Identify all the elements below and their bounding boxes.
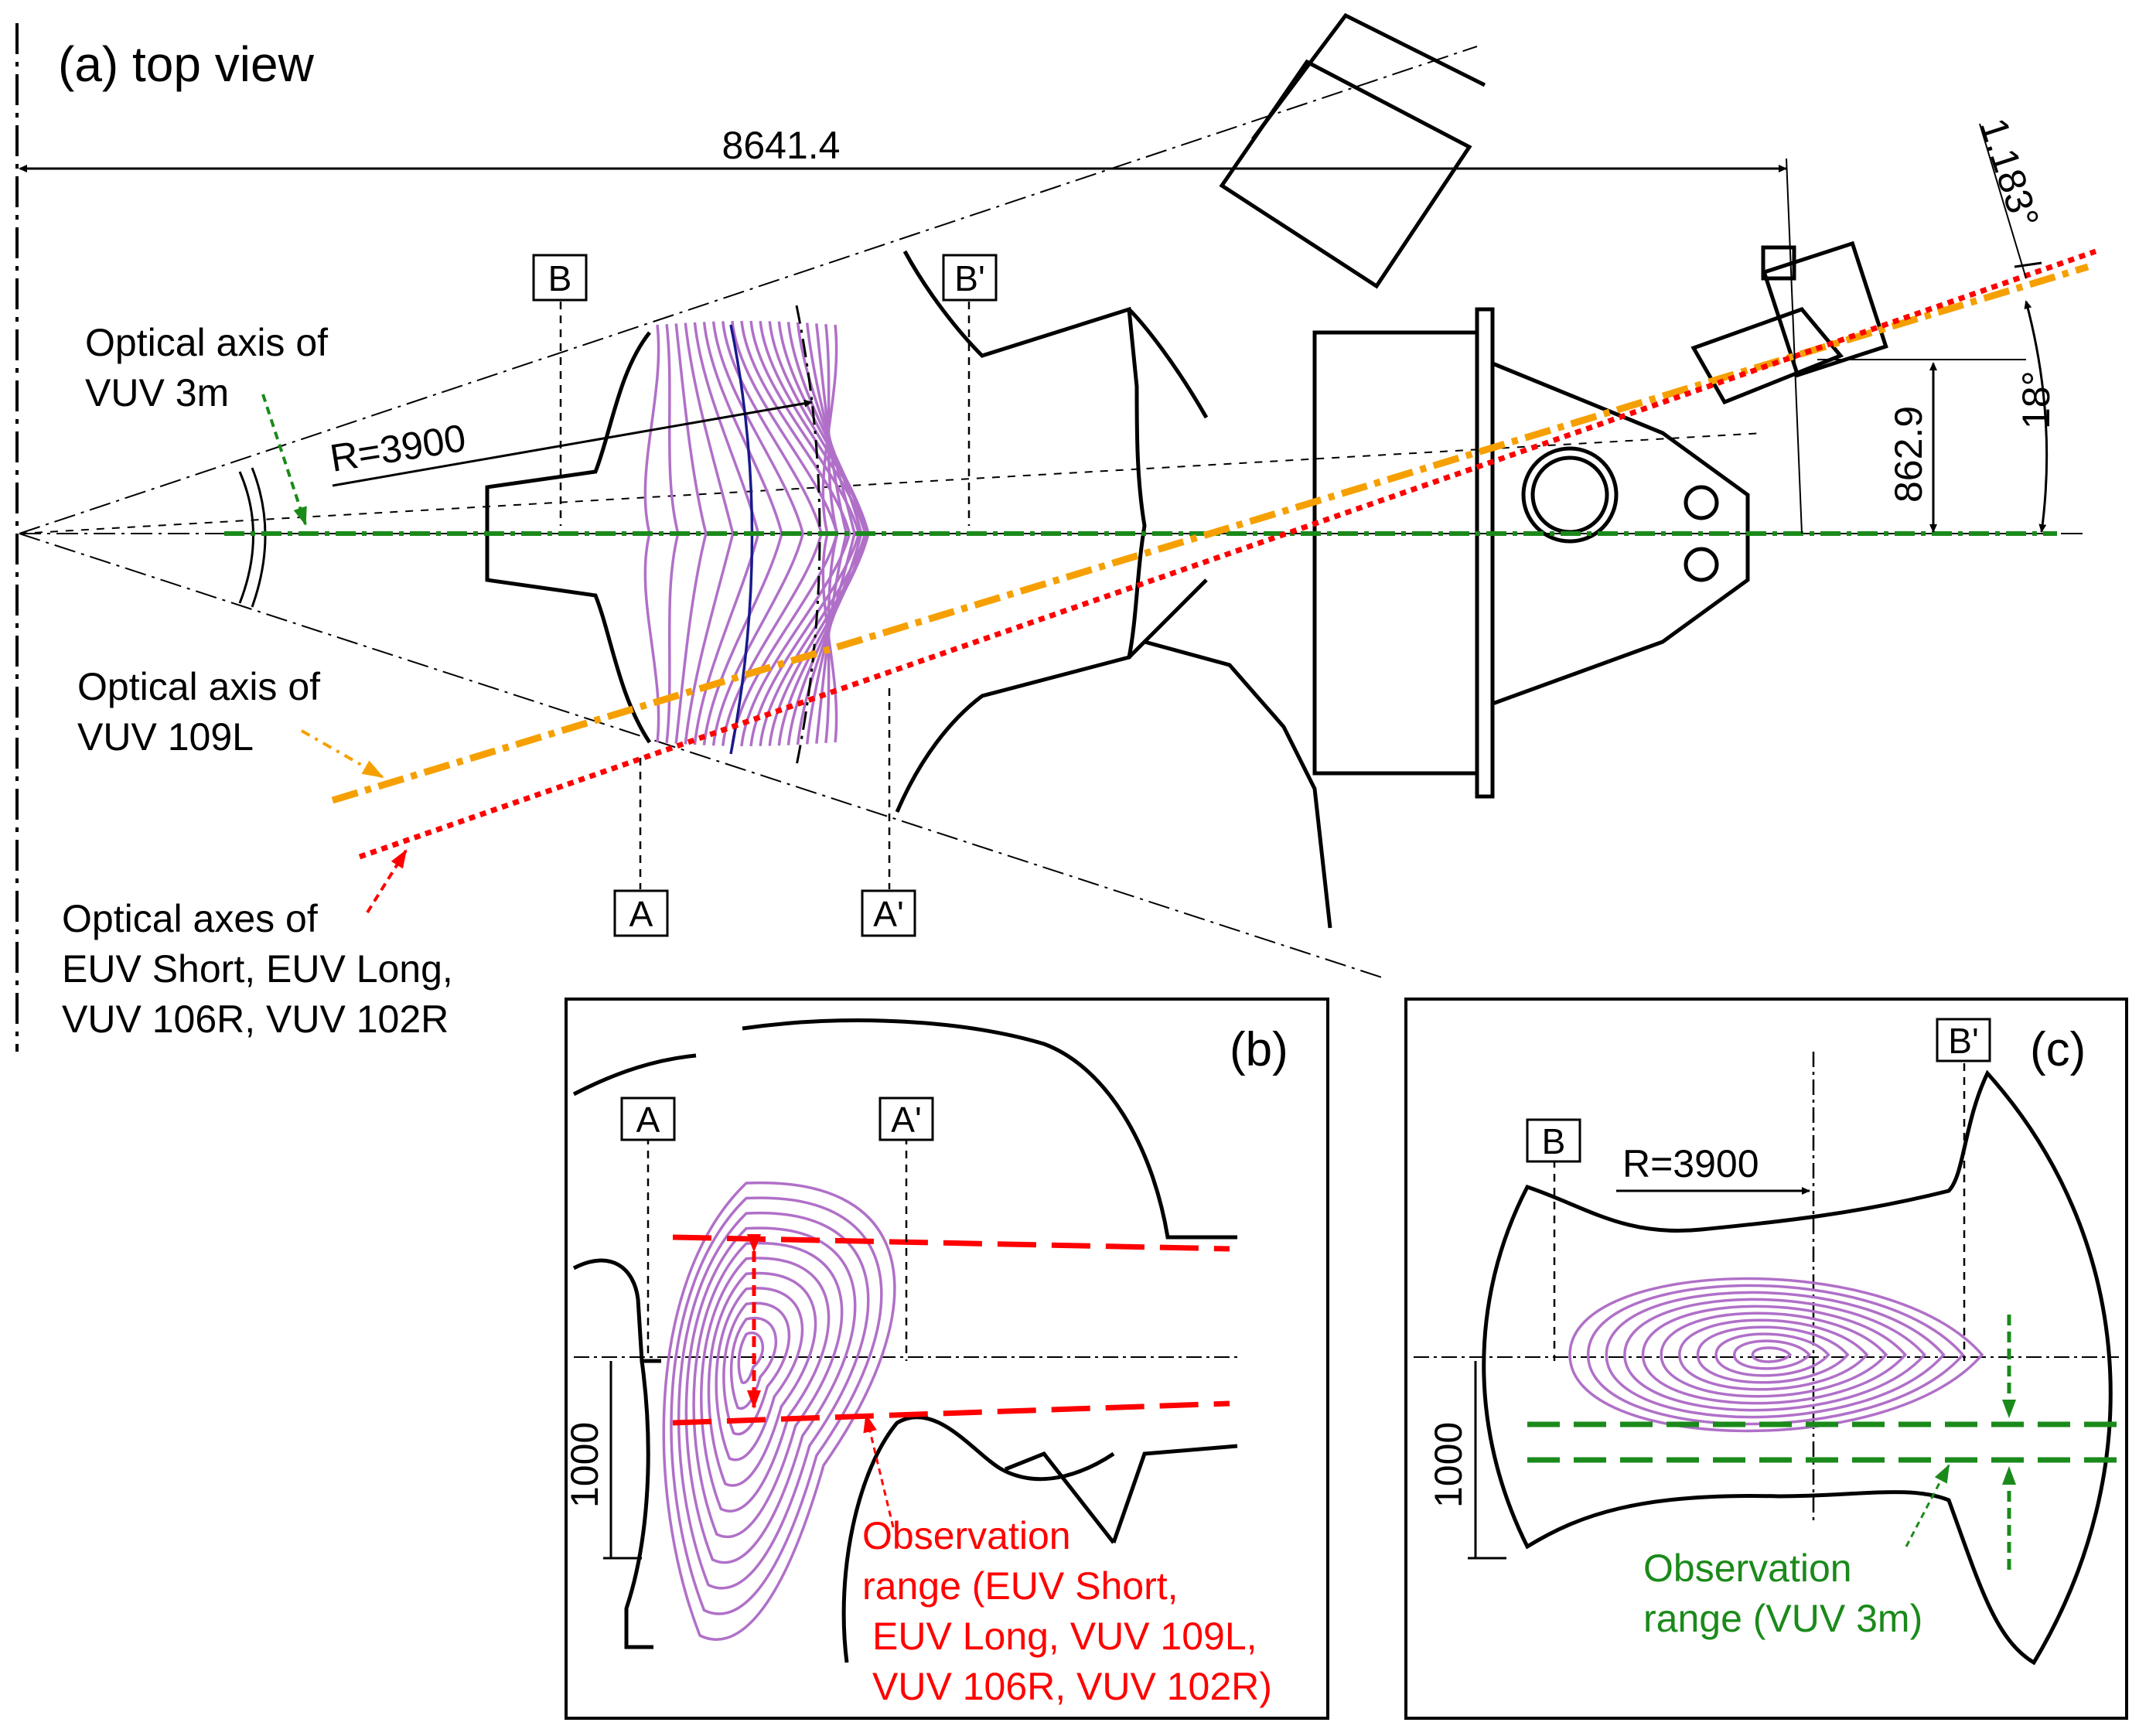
obs-range-b-top — [672, 1234, 1230, 1252]
flux-surface-c-4 — [1696, 1325, 1850, 1384]
angle-1183-label: 1.183° — [1972, 113, 2048, 233]
obs-b-line4: VUV 106R, VUV 102R) — [872, 1665, 1272, 1708]
panel-a-title: (a) top view — [58, 36, 315, 92]
flux-surface-c-5 — [1678, 1318, 1869, 1391]
svg-text:A: A — [636, 1100, 660, 1140]
euv-label-3: VUV 106R, VUV 102R — [62, 998, 449, 1041]
flux-surface-b-10 — [670, 1196, 883, 1615]
section-box-b: B — [532, 254, 588, 302]
svg-text:A': A' — [873, 894, 903, 934]
panel-b-scale-label: 1000 — [563, 1422, 606, 1508]
flux-surface-c-6 — [1660, 1311, 1888, 1398]
flux-surfaces-b — [662, 1181, 896, 1641]
flux-surface-b-8 — [684, 1226, 857, 1564]
panel-c-box-b: B — [1526, 1118, 1581, 1163]
panel-b-box-a-prime: A' — [878, 1097, 934, 1141]
svg-text:A: A — [629, 894, 653, 934]
obs-range-b-bottom — [672, 1400, 1230, 1426]
panel-b: (b) A A' 10 — [563, 998, 1329, 1720]
panel-c-radius-label: R=3900 — [1622, 1142, 1759, 1185]
flux-surface-a-2 — [674, 323, 708, 744]
obs-b-line3: EUV Long, VUV 109L, — [872, 1615, 1257, 1658]
euv-optical-axes — [358, 248, 2097, 860]
panel-c-frame — [1404, 998, 2128, 1720]
panel-a: R=3900 B B' A A' 8641.4 — [15, 12, 2097, 1052]
flux-surface-c-8 — [1623, 1298, 1926, 1412]
radius-label: R=3900 — [327, 416, 469, 480]
flux-surface-b-4 — [715, 1287, 804, 1461]
flux-surface-c-2 — [1732, 1339, 1811, 1370]
panel-c-vessel — [1482, 1069, 2113, 1666]
flux-surface-c-3 — [1714, 1332, 1830, 1377]
panel-c-scale-label: 1000 — [1427, 1422, 1470, 1508]
vacuum-vessel-outline — [485, 12, 1888, 929]
angle-18-arc — [2024, 300, 2049, 533]
vuv109l-label-2: VUV 109L — [77, 715, 254, 759]
svg-text:B: B — [1542, 1121, 1566, 1161]
dim-8641-label: 8641.4 — [722, 124, 841, 167]
vuv109l-label-1: Optical axis of — [77, 665, 320, 708]
svg-text:B': B' — [954, 258, 984, 298]
vuv109l-optical-axis — [331, 263, 2090, 804]
obs-c-line2: range (VUV 3m) — [1643, 1597, 1922, 1640]
flux-surface-c-9 — [1605, 1291, 1946, 1419]
flux-surfaces-c — [1568, 1277, 1984, 1433]
flux-surface-c-1 — [1751, 1346, 1793, 1363]
flux-surface-b-9 — [677, 1211, 870, 1590]
flux-surface-c-7 — [1641, 1305, 1908, 1405]
euv-label-2: EUV Short, EUV Long, — [62, 947, 453, 991]
origin-arc — [238, 471, 254, 604]
section-box-a-prime: A' — [861, 889, 916, 937]
svg-text:A': A' — [891, 1100, 921, 1140]
dim-862-label: 862.9 — [1887, 406, 1930, 503]
section-box-b-prime: B' — [942, 254, 998, 302]
panel-c-scale — [1468, 1361, 1506, 1560]
flux-surface-c-10 — [1586, 1284, 1965, 1426]
panel-b-vessel — [572, 1018, 1238, 1663]
euv-pointer — [366, 849, 408, 914]
panel-c: (c) B B' R=3900 1000 — [1404, 998, 2128, 1720]
obs-b-pointer — [863, 1414, 895, 1528]
flux-surface-a-9 — [740, 320, 851, 747]
flux-surface-b-7 — [692, 1241, 844, 1539]
obs-b-line2: range (EUV Short, — [862, 1564, 1179, 1608]
panel-c-box-b-prime: B' — [1936, 1018, 1991, 1062]
section-markers-a — [559, 302, 971, 889]
panel-b-frame — [565, 998, 1329, 1720]
flux-surface-a-3 — [684, 322, 735, 745]
section-box-a: A — [613, 889, 669, 937]
obs-c-line1: Observation — [1643, 1547, 1852, 1590]
vuv3m-pointer — [261, 394, 307, 526]
obs-b-line1: Observation — [862, 1514, 1071, 1557]
sector-boundaries — [19, 46, 2088, 979]
flux-surface-b-5 — [707, 1271, 817, 1487]
flux-surface-b-11 — [662, 1181, 896, 1641]
angle-18-label: 18° — [2014, 370, 2058, 429]
panel-b-box-a: A — [620, 1097, 676, 1141]
radius-arrow — [332, 399, 813, 487]
flux-surface-b-6 — [700, 1257, 831, 1513]
vuv3m-label-2: VUV 3m — [85, 371, 229, 414]
vuv3m-label-1: Optical axis of — [85, 321, 328, 364]
svg-text:B: B — [548, 258, 572, 298]
panel-b-tag: (b) — [1230, 1023, 1288, 1076]
lcfs-curve — [729, 324, 754, 755]
flux-surface-a-16 — [805, 322, 856, 745]
svg-text:B': B' — [1948, 1021, 1978, 1061]
flux-surface-b-3 — [722, 1301, 791, 1436]
panel-c-tag: (c) — [2030, 1023, 2086, 1076]
vuv109l-pointer — [301, 729, 384, 779]
obs-c-pointer — [1905, 1464, 1950, 1547]
euv-label-1: Optical axes of — [62, 897, 318, 940]
flux-surface-c-11 — [1568, 1277, 1984, 1433]
panel-b-scale — [603, 1361, 642, 1560]
